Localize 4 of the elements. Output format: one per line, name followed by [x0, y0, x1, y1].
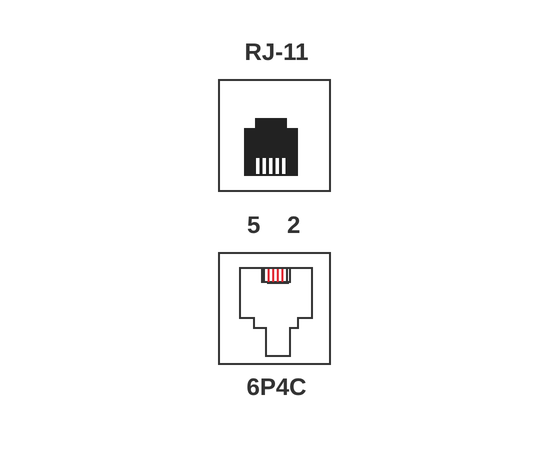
pin-number: 2: [287, 212, 300, 240]
pin-number: 5: [247, 212, 260, 240]
connector-name: RJ-11: [243, 39, 310, 67]
connector-type: 6P4C: [245, 374, 308, 402]
